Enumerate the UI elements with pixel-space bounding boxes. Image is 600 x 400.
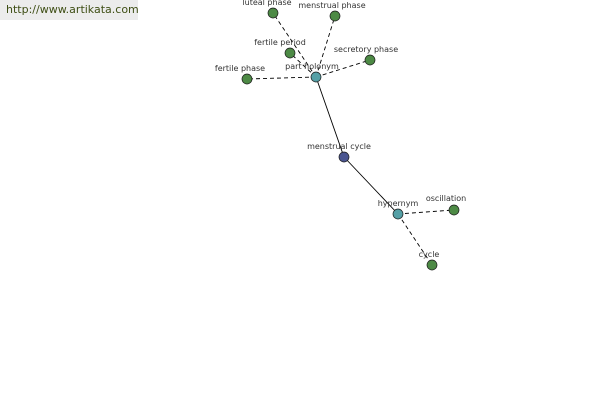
edge-hypernym-oscillation <box>397 209 455 215</box>
term-node-oscillation[interactable] <box>448 204 460 216</box>
edge-menstrual-cycle-hypernym <box>343 156 399 215</box>
center-label-menstrual-cycle: menstrual cycle <box>307 142 371 151</box>
relation-node-part-holonym[interactable] <box>310 71 322 83</box>
term-node-fertile-phase[interactable] <box>241 73 253 85</box>
edge-menstrual-cycle-part-holonym <box>315 76 345 158</box>
term-label-secretory-phase: secretory phase <box>334 45 398 54</box>
term-label-luteal-phase: luteal phase <box>242 0 291 7</box>
term-label-fertile-phase: fertile phase <box>215 64 265 73</box>
term-label-fertile-period: fertile period <box>254 38 306 47</box>
edge-part-holonym-luteal-phase <box>272 12 317 78</box>
graph-edges <box>246 12 455 266</box>
edge-hypernym-cycle <box>397 213 433 266</box>
term-node-fertile-period[interactable] <box>284 47 296 59</box>
term-node-cycle[interactable] <box>426 259 438 271</box>
graph-nodes <box>241 7 460 271</box>
edge-part-holonym-secretory-phase <box>315 59 371 78</box>
relation-label-part-holonym: part holonym <box>285 62 339 71</box>
term-node-secretory-phase[interactable] <box>364 54 376 66</box>
term-label-menstrual-phase: menstrual phase <box>298 1 365 10</box>
edge-part-holonym-fertile-phase <box>246 76 317 80</box>
term-label-cycle: cycle <box>419 250 440 259</box>
term-node-menstrual-phase[interactable] <box>329 10 341 22</box>
edge-part-holonym-fertile-period <box>289 52 317 78</box>
relation-node-hypernym[interactable] <box>392 208 404 220</box>
term-node-luteal-phase[interactable] <box>267 7 279 19</box>
center-node-menstrual-cycle[interactable] <box>338 151 350 163</box>
graph-labels: luteal phase menstrual phase fertile perio… <box>215 0 466 259</box>
source-bar: http://www.artikata.com <box>0 0 139 20</box>
edge-part-holonym-menstrual-phase <box>315 15 336 78</box>
term-label-oscillation: oscillation <box>426 194 466 203</box>
relation-label-hypernym: hypernym <box>378 199 419 208</box>
source-link[interactable]: http://www.artikata.com <box>6 3 139 16</box>
